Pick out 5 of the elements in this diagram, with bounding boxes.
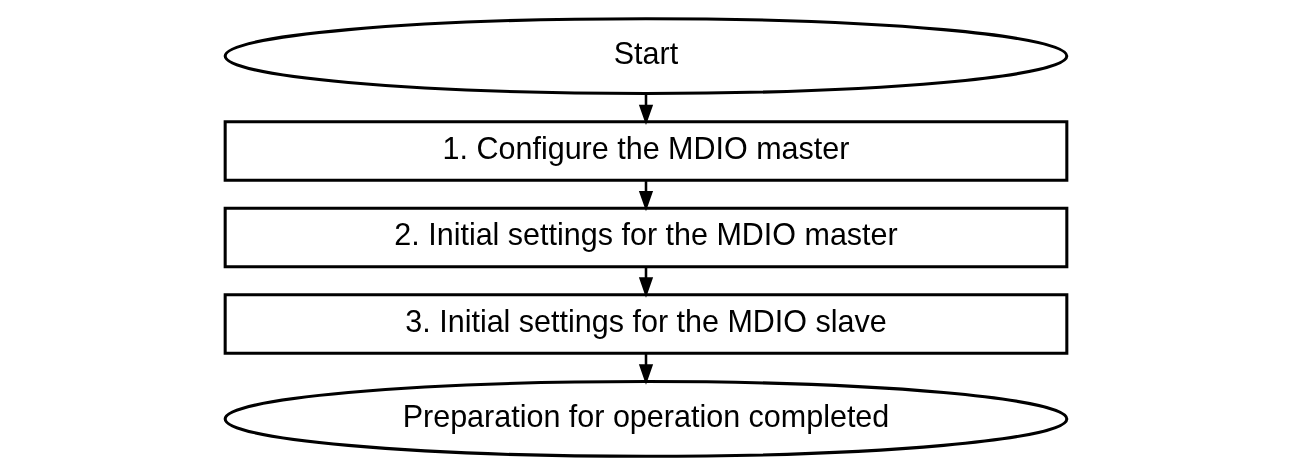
node-box: 2. Initial settings for the MDIO master (223, 206, 1068, 269)
node-ellipse: Start (223, 17, 1068, 95)
node-box: 3. Initial settings for the MDIO slave (223, 293, 1068, 355)
node-box: 1. Configure the MDIO master (223, 120, 1068, 182)
node-ellipse: Preparation for operation completed (223, 380, 1068, 458)
